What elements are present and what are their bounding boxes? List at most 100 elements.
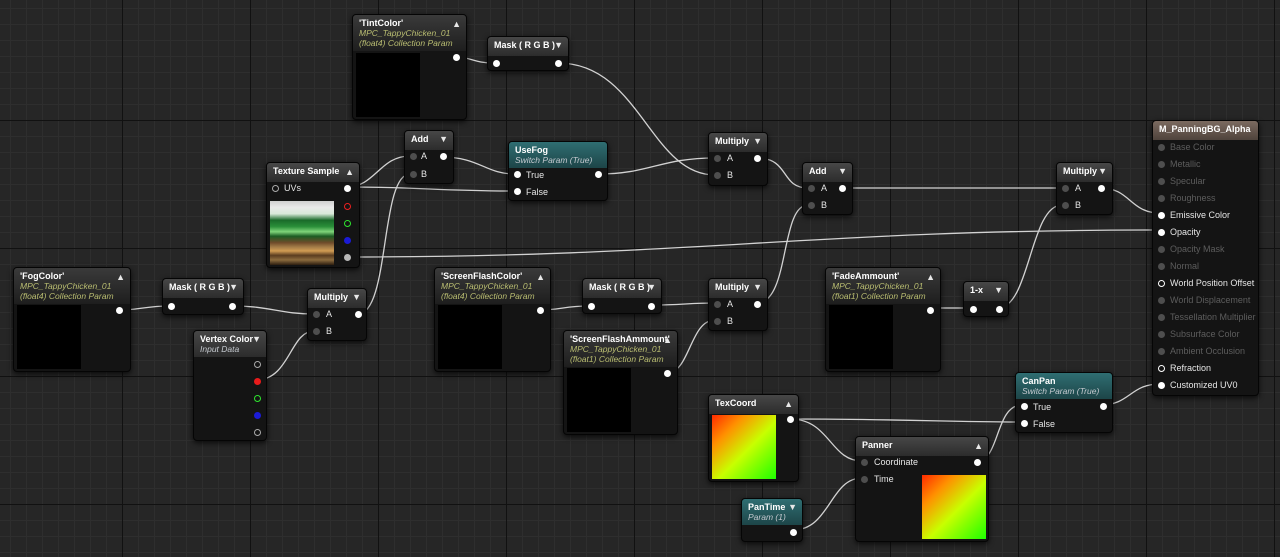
input-pin-uvs[interactable] (272, 185, 279, 192)
node-header[interactable]: 'ScreenFlashAmmount' MPC_TappyChicken_01… (564, 331, 677, 367)
node-header[interactable]: Multiply ▼ (1057, 163, 1112, 182)
use-fog-switch-node[interactable]: UseFog Switch Param (True) True False (508, 141, 608, 201)
input-pin-refraction[interactable] (1158, 365, 1165, 372)
node-header[interactable]: 'ScreenFlashColor' MPC_TappyChicken_01 (… (435, 268, 550, 304)
input-pin-coordinate[interactable] (861, 459, 868, 466)
node-header[interactable]: Multiply ▼ (709, 279, 767, 298)
add-node-2[interactable]: Add ▼ A B (802, 162, 853, 215)
fade-amount-node[interactable]: 'FadeAmmount' MPC_TappyChicken_01 (float… (825, 267, 941, 372)
node-header[interactable]: 1-x ▼ (964, 282, 1008, 301)
one-minus-x-node[interactable]: 1-x ▼ (963, 281, 1009, 317)
output-pin[interactable] (839, 185, 846, 192)
output-pin[interactable] (595, 171, 602, 178)
input-pin[interactable] (493, 60, 500, 67)
node-header[interactable]: Panner ▲ (856, 437, 988, 456)
output-pin[interactable] (555, 60, 562, 67)
output-pin[interactable] (116, 307, 123, 314)
node-header[interactable]: Mask ( R G B ) ▼ (583, 279, 661, 298)
fog-color-node[interactable]: 'FogColor' MPC_TappyChicken_01 (float4) … (13, 267, 131, 372)
output-pin[interactable] (355, 311, 362, 318)
collapse-arrow-icon[interactable]: ▼ (753, 282, 762, 292)
mask-rgb-node-fog[interactable]: Mask ( R G B ) ▼ (162, 278, 244, 315)
collapse-arrow-icon[interactable]: ▼ (994, 285, 1003, 295)
input-pin-true[interactable] (1021, 403, 1028, 410)
node-header[interactable]: Multiply ▼ (709, 133, 767, 152)
input-pin-a[interactable] (714, 301, 721, 308)
collapse-arrow-icon[interactable]: ▲ (116, 272, 125, 282)
input-pin-b[interactable] (714, 318, 721, 325)
can-pan-switch-node[interactable]: CanPan Switch Param (True) True False (1015, 372, 1113, 433)
input-pin-b[interactable] (714, 172, 721, 179)
collapse-arrow-icon[interactable]: ▼ (788, 502, 797, 512)
multiply-node-3[interactable]: Multiply ▼ A B (307, 288, 367, 341)
output-pin-g[interactable] (344, 220, 351, 227)
input-pin-customized-uv0[interactable] (1158, 382, 1165, 389)
tex-coord-node[interactable]: TexCoord ▲ (708, 394, 799, 482)
multiply-node-4[interactable]: Multiply ▼ A B (708, 278, 768, 331)
panner-node[interactable]: Panner ▲ Coordinate Time (855, 436, 989, 542)
input-pin-world-displacement[interactable] (1158, 297, 1165, 304)
collapse-arrow-icon[interactable]: ▼ (838, 166, 847, 176)
input-pin-a[interactable] (1062, 185, 1069, 192)
collapse-arrow-icon[interactable]: ▲ (452, 19, 461, 29)
node-header[interactable]: Vertex Color Input Data ▼ (194, 331, 266, 357)
output-pin-r[interactable] (344, 203, 351, 210)
output-pin[interactable] (754, 301, 761, 308)
output-pin-rgb[interactable] (254, 361, 261, 368)
input-pin-world-position-offset[interactable] (1158, 280, 1165, 287)
vertex-color-node[interactable]: Vertex Color Input Data ▼ (193, 330, 267, 441)
input-pin-false[interactable] (1021, 420, 1028, 427)
input-pin[interactable] (970, 306, 977, 313)
collapse-arrow-icon[interactable]: ▼ (352, 292, 361, 302)
node-header[interactable]: TexCoord ▲ (709, 395, 798, 414)
tint-color-node[interactable]: 'TintColor' MPC_TappyChicken_01 (float4)… (352, 14, 467, 120)
input-pin-a[interactable] (410, 153, 417, 160)
output-pin-a[interactable] (254, 429, 261, 436)
input-pin-b[interactable] (410, 171, 417, 178)
node-header[interactable]: CanPan Switch Param (True) (1016, 373, 1112, 399)
node-header[interactable]: 'FogColor' MPC_TappyChicken_01 (float4) … (14, 268, 130, 304)
collapse-arrow-icon[interactable]: ▲ (784, 399, 793, 409)
output-pin[interactable] (1098, 185, 1105, 192)
output-pin[interactable] (996, 306, 1003, 313)
node-header[interactable]: UseFog Switch Param (True) (509, 142, 607, 168)
node-header[interactable]: Mask ( R G B ) ▼ (488, 37, 568, 56)
collapse-arrow-icon[interactable]: ▼ (252, 334, 261, 344)
collapse-arrow-icon[interactable]: ▼ (647, 282, 656, 292)
collapse-arrow-icon[interactable]: ▼ (554, 40, 563, 50)
output-pin[interactable] (754, 155, 761, 162)
input-pin[interactable] (588, 303, 595, 310)
output-pin-r[interactable] (254, 378, 261, 385)
input-pin-time[interactable] (861, 476, 868, 483)
input-pin-a[interactable] (808, 185, 815, 192)
output-pin-b[interactable] (344, 237, 351, 244)
output-pin-rgb[interactable] (344, 185, 351, 192)
output-pin[interactable] (537, 307, 544, 314)
input-pin-b[interactable] (1062, 202, 1069, 209)
input-pin-specular[interactable] (1158, 178, 1165, 185)
output-pin[interactable] (440, 153, 447, 160)
input-pin[interactable] (168, 303, 175, 310)
screen-flash-amount-node[interactable]: 'ScreenFlashAmmount' MPC_TappyChicken_01… (563, 330, 678, 435)
output-pin[interactable] (787, 416, 794, 423)
output-pin-a[interactable] (344, 254, 351, 261)
output-pin[interactable] (229, 303, 236, 310)
input-pin-roughness[interactable] (1158, 195, 1165, 202)
input-pin-tessellation-multiplier[interactable] (1158, 314, 1165, 321)
input-pin-opacity[interactable] (1158, 229, 1165, 236)
input-pin-emissive-color[interactable] (1158, 212, 1165, 219)
node-header[interactable]: Add ▼ (803, 163, 852, 182)
output-pin[interactable] (453, 54, 460, 61)
node-header[interactable]: 'TintColor' MPC_TappyChicken_01 (float4)… (353, 15, 466, 51)
add-node-1[interactable]: Add ▼ A B (404, 130, 454, 184)
node-header[interactable]: Texture Sample ▲ (267, 163, 359, 182)
output-pin[interactable] (790, 529, 797, 536)
input-pin-base-color[interactable] (1158, 144, 1165, 151)
input-pin-b[interactable] (313, 328, 320, 335)
pan-time-node[interactable]: PanTime Param (1) ▼ (741, 498, 803, 542)
collapse-arrow-icon[interactable]: ▲ (663, 335, 672, 345)
output-pin[interactable] (664, 370, 671, 377)
node-header[interactable]: Mask ( R G B ) ▼ (163, 279, 243, 298)
input-pin-subsurface-color[interactable] (1158, 331, 1165, 338)
input-pin-metallic[interactable] (1158, 161, 1165, 168)
